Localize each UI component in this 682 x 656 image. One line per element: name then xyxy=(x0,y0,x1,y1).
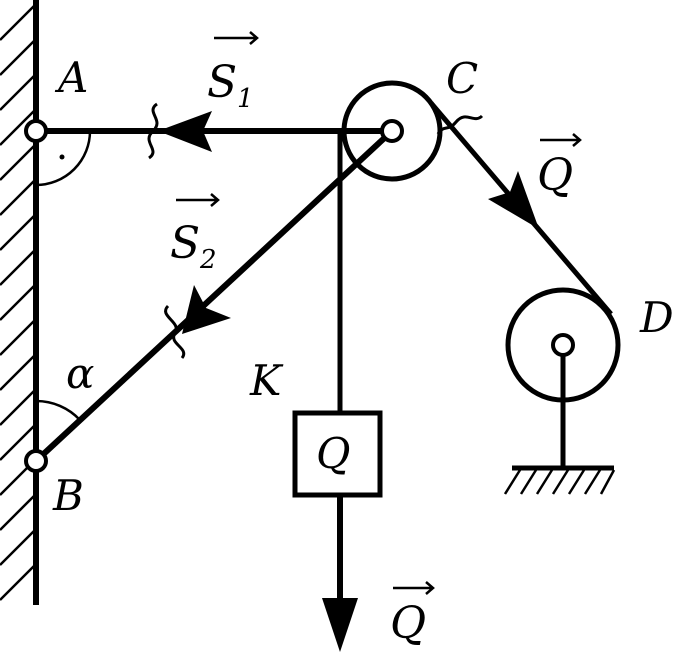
label-a: A xyxy=(54,53,88,102)
rod-bc xyxy=(33,128,395,464)
label-q-rope: Q xyxy=(537,150,573,201)
weight-force-arrowhead xyxy=(322,598,358,652)
label-s2: S xyxy=(170,218,200,269)
vector-arrows xyxy=(176,31,582,595)
cut-mark-cd xyxy=(436,114,484,135)
s2-vector-arrow xyxy=(176,193,220,207)
q-rope-arrowhead xyxy=(488,171,539,229)
label-s2-index: 2 xyxy=(199,245,217,275)
ground-hatching xyxy=(503,469,616,495)
wall-hatching xyxy=(0,3,36,601)
pin-d xyxy=(551,333,575,357)
cut-mark-ac xyxy=(147,102,159,160)
s2-arrowhead xyxy=(182,285,231,334)
angle-alpha-arc xyxy=(35,399,81,421)
cut-mark-bc xyxy=(164,304,186,359)
label-alpha: α xyxy=(66,349,94,398)
right-angle-mark xyxy=(35,130,92,187)
s1-arrowhead xyxy=(158,111,212,152)
label-load: Q xyxy=(316,429,350,478)
label-s1: S xyxy=(207,57,237,108)
right-angle-dot xyxy=(59,154,65,160)
s1-vector-arrow xyxy=(214,31,259,45)
label-b: B xyxy=(52,471,84,520)
label-s1-index: 1 xyxy=(237,84,254,114)
load-box xyxy=(292,410,383,498)
label-c: C xyxy=(446,54,478,103)
q-weight-vector-arrow xyxy=(393,581,435,595)
label-d: D xyxy=(639,293,674,342)
pin-b xyxy=(24,449,48,473)
pin-a xyxy=(24,119,48,143)
q-rope-vector-arrow xyxy=(540,133,582,147)
label-k: K xyxy=(249,356,284,405)
wall xyxy=(0,0,39,605)
pin-c xyxy=(380,119,404,143)
label-q-weight: Q xyxy=(390,598,426,649)
